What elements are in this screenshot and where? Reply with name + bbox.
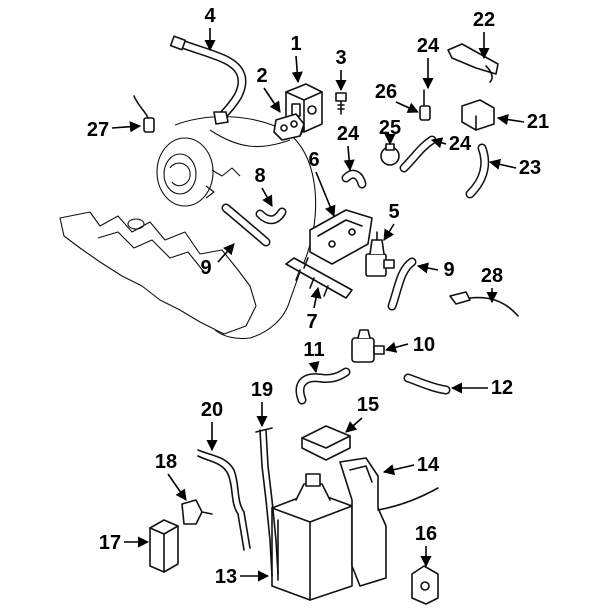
- leader-10: [384, 341, 409, 353]
- callout-3: 3: [335, 47, 346, 69]
- callout-22: 22: [473, 9, 495, 31]
- callout-27: 27: [87, 119, 109, 141]
- callout-11: 11: [303, 339, 324, 361]
- part-7-vacuum-manifold: [285, 257, 353, 299]
- part-22-bracket: [447, 43, 499, 83]
- leader-9a: [217, 243, 235, 263]
- part-20-vacuum-line: [197, 449, 251, 551]
- callout-26: 26: [375, 81, 397, 103]
- callout-8: 8: [254, 165, 265, 187]
- callout-18: 18: [155, 451, 177, 473]
- leader-1: [291, 55, 303, 84]
- part-3-bolt: [335, 92, 347, 115]
- leader-15: [345, 417, 363, 433]
- leader-7: [310, 286, 322, 309]
- leader-27: [111, 121, 142, 133]
- callout-24c: 24: [449, 133, 472, 155]
- part-9-hose-right: [387, 257, 417, 311]
- callout-28: 28: [481, 265, 503, 287]
- part-26-fitting: [419, 105, 431, 121]
- callout-20: 20: [201, 399, 223, 421]
- callout-4: 4: [204, 5, 216, 27]
- leader-5: [383, 223, 395, 241]
- part-4-egr-pipe: [169, 35, 247, 125]
- part-18-check-valve: [181, 499, 213, 525]
- part-23-hose: [465, 143, 490, 199]
- leader-9b: [416, 262, 439, 274]
- callout-5: 5: [388, 201, 399, 223]
- callout-13: 13: [215, 566, 237, 588]
- callout-14: 14: [417, 454, 440, 476]
- leader-14: [382, 464, 415, 476]
- part-24-hoses: [341, 89, 437, 189]
- part-2-gasket: [273, 113, 305, 141]
- part-25-valve: [380, 143, 400, 166]
- part-21-connector: [461, 99, 495, 131]
- part-5-vsv: [365, 231, 395, 277]
- callout-16: 16: [415, 523, 437, 545]
- part-11-hose: [295, 367, 351, 405]
- leader-18: [167, 473, 187, 501]
- part-9-hose-left: [221, 203, 271, 247]
- part-16-bracket: [411, 565, 439, 605]
- callout-7: 7: [306, 311, 317, 333]
- callout-10: 10: [413, 334, 435, 356]
- part-28-oxygen-sensor: [449, 291, 519, 317]
- callout-1: 1: [290, 33, 301, 55]
- callout-2: 2: [256, 65, 267, 87]
- callout-15: 15: [357, 394, 379, 416]
- leader-24b: [343, 145, 355, 172]
- part-8-hose: [255, 207, 287, 225]
- callout-19: 19: [251, 379, 273, 401]
- part-12-hose: [403, 373, 451, 395]
- callout-23: 23: [519, 157, 541, 179]
- leader-6: [315, 171, 336, 218]
- part-15-clip: [301, 425, 351, 461]
- part-27-sensor: [133, 95, 155, 133]
- part-14-canister-bracket: [339, 457, 439, 587]
- part-10-solenoid: [351, 329, 385, 363]
- leader-21: [496, 113, 525, 126]
- callout-25: 25: [379, 117, 401, 139]
- callout-6: 6: [308, 149, 319, 171]
- leader-2: [263, 87, 281, 113]
- callout-9b: 9: [443, 259, 454, 281]
- leader-11: [308, 361, 320, 374]
- leader-arrows: [111, 28, 525, 582]
- callout-24b: 24: [337, 123, 360, 145]
- callout-17: 17: [99, 532, 121, 554]
- callout-9a: 9: [200, 257, 211, 279]
- part-19-vacuum-line: [255, 427, 279, 577]
- leader-8: [261, 187, 273, 207]
- part-17-filter: [149, 519, 179, 573]
- leader-26: [395, 101, 420, 113]
- leader-24c: [430, 137, 447, 149]
- leader-23: [488, 158, 517, 170]
- part-6-bracket: [309, 209, 373, 265]
- callout-24a: 24: [417, 35, 440, 57]
- engine-outline: [59, 116, 317, 340]
- part-13-charcoal-canister: [271, 473, 353, 601]
- callout-12: 12: [491, 377, 513, 399]
- callout-21: 21: [527, 111, 549, 133]
